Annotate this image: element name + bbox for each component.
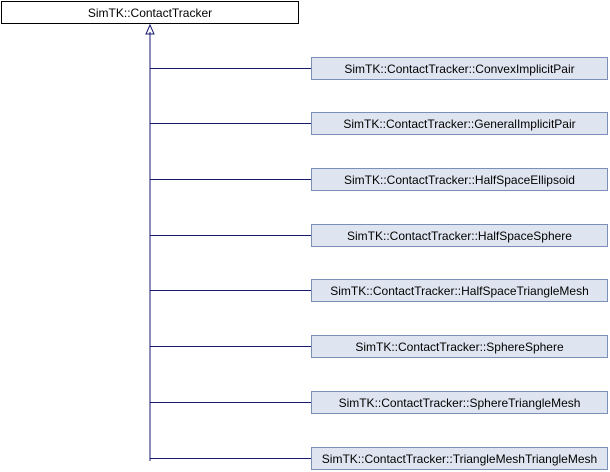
derived-class-node-triangle-mesh-triangle-mesh[interactable]: SimTK::ContactTracker::TriangleMeshTrian… bbox=[311, 447, 608, 470]
inheritance-arrowhead bbox=[145, 23, 155, 35]
derived-class-node-sphere-sphere[interactable]: SimTK::ContactTracker::SphereSphere bbox=[311, 335, 608, 358]
derived-class-node-half-space-ellipsoid[interactable]: SimTK::ContactTracker::HalfSpaceEllipsoi… bbox=[311, 168, 608, 191]
derived-class-node-general-implicit-pair[interactable]: SimTK::ContactTracker::GeneralImplicitPa… bbox=[311, 112, 608, 135]
base-class-node[interactable]: SimTK::ContactTracker bbox=[1, 1, 299, 24]
derived-class-node-half-space-triangle-mesh[interactable]: SimTK::ContactTracker::HalfSpaceTriangle… bbox=[311, 279, 608, 302]
derived-class-node-half-space-sphere[interactable]: SimTK::ContactTracker::HalfSpaceSphere bbox=[311, 224, 608, 247]
derived-class-node-sphere-triangle-mesh[interactable]: SimTK::ContactTracker::SphereTriangleMes… bbox=[311, 391, 608, 414]
derived-class-node-convex-implicit-pair[interactable]: SimTK::ContactTracker::ConvexImplicitPai… bbox=[311, 57, 608, 80]
